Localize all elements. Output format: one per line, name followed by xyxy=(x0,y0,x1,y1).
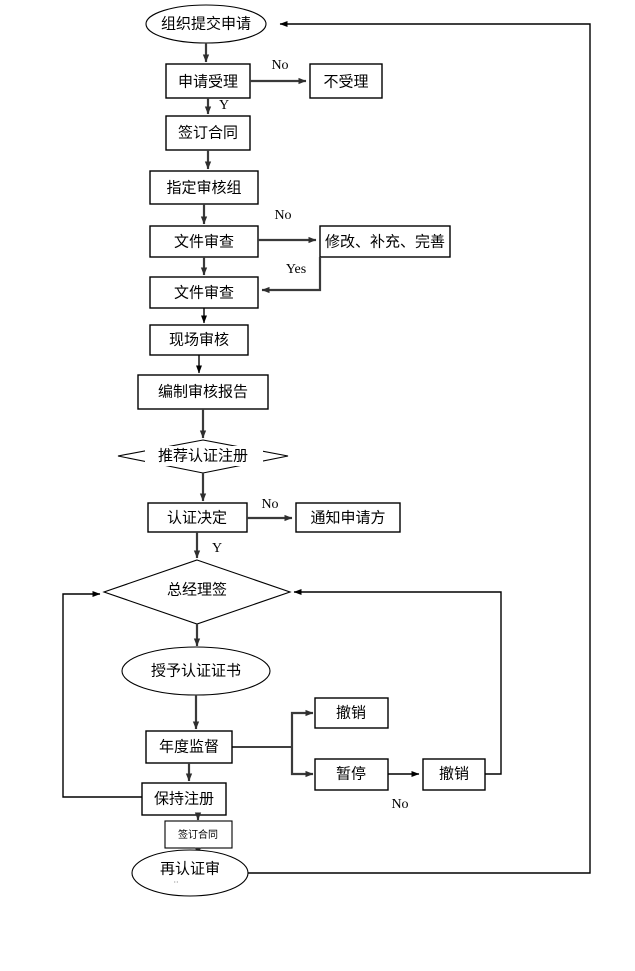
node-apply-label: 组织提交申请 xyxy=(161,15,251,33)
edge-accept-to-contract: Y xyxy=(204,98,229,115)
node-notify[interactable]: 通知申请方 xyxy=(295,502,401,533)
edge-decision-to-notify: No xyxy=(247,497,293,522)
node-sign-contract[interactable]: 签订合同 xyxy=(164,820,233,849)
node-contract[interactable]: 签订合同 xyxy=(165,115,251,151)
node-recert[interactable]: 再认证审 ·· xyxy=(131,849,249,897)
node-accept-label: 申请受理 xyxy=(178,73,238,91)
node-grant-cert-label: 授予认证证书 xyxy=(151,662,241,680)
node-doc-review-1-label: 文件审查 xyxy=(174,233,234,251)
edge-label-accept-yes: Y xyxy=(219,98,229,113)
node-audit-report-label: 编制审核报告 xyxy=(158,383,248,401)
node-contract-label: 签订合同 xyxy=(178,124,238,142)
edge-label-decision-yes: Y xyxy=(212,541,222,556)
edge-keep-reg-to-gm-sign xyxy=(62,591,142,798)
recert-sub-mark: ·· xyxy=(173,878,178,887)
node-grant-cert[interactable]: 授予认证证书 xyxy=(121,646,271,696)
edge-annual-sup-branch xyxy=(232,709,314,778)
node-assign-team-label: 指定审核组 xyxy=(166,179,241,197)
node-recert-label: 再认证审 xyxy=(160,860,220,878)
edge-doc-review-1-to-revise: No xyxy=(258,208,317,244)
node-annual-sup-label: 年度监督 xyxy=(159,738,219,756)
node-decision[interactable]: 认证决定 xyxy=(147,502,248,533)
node-notify-label: 通知申请方 xyxy=(310,509,385,527)
node-annual-sup[interactable]: 年度监督 xyxy=(145,730,233,764)
edge-label-accept-no: No xyxy=(271,58,288,73)
node-decision-label: 认证决定 xyxy=(167,509,227,527)
node-apply[interactable]: 组织提交申请 xyxy=(145,4,267,44)
node-withdraw-1[interactable]: 撤销 xyxy=(314,697,389,729)
node-doc-review-1[interactable]: 文件审查 xyxy=(149,225,259,258)
edge-suspend-to-withdraw-2: No xyxy=(388,771,420,812)
edge-label-withdraw-no: No xyxy=(391,797,408,812)
node-assign-team[interactable]: 指定审核组 xyxy=(149,170,259,205)
node-keep-reg-label: 保持注册 xyxy=(154,790,214,808)
node-onsite-audit-label: 现场审核 xyxy=(169,331,229,349)
node-accept[interactable]: 申请受理 xyxy=(165,63,251,99)
edge-recert-to-apply xyxy=(248,20,591,874)
node-doc-review-2[interactable]: 文件审查 xyxy=(149,276,259,309)
node-reject[interactable]: 不受理 xyxy=(309,63,383,99)
node-suspend[interactable]: 暂停 xyxy=(314,758,389,791)
edge-withdraw2-to-gm-sign xyxy=(293,588,502,775)
edge-label-doc-review-no: No xyxy=(274,208,291,223)
node-withdraw-2-label: 撤销 xyxy=(439,765,469,783)
node-recommend-label: 推荐认证注册 xyxy=(158,447,248,465)
node-revise-label: 修改、补充、完善 xyxy=(325,233,445,251)
node-withdraw-1-label: 撤销 xyxy=(336,704,366,722)
node-keep-reg[interactable]: 保持注册 xyxy=(141,782,227,816)
edge-revise-to-doc-review-2: Yes xyxy=(261,257,322,294)
node-recommend[interactable]: 推荐认证注册 xyxy=(117,439,289,474)
node-gm-sign-label: 总经理签 xyxy=(167,581,227,599)
edge-label-revise-yes: Yes xyxy=(286,262,306,277)
node-revise[interactable]: 修改、补充、完善 xyxy=(319,225,451,258)
node-onsite-audit[interactable]: 现场审核 xyxy=(149,324,249,356)
node-gm-sign[interactable]: 总经理签 xyxy=(102,559,292,625)
node-doc-review-2-label: 文件审查 xyxy=(174,284,234,302)
node-reject-label: 不受理 xyxy=(323,73,368,91)
edge-accept-to-reject: No xyxy=(250,58,307,85)
node-sign-contract-label: 签订合同 xyxy=(178,828,218,841)
node-suspend-label: 暂停 xyxy=(336,765,366,783)
node-audit-report[interactable]: 编制审核报告 xyxy=(137,374,269,410)
edge-decision-to-gm-sign: Y xyxy=(193,532,222,559)
node-withdraw-2[interactable]: 撤销 xyxy=(422,758,486,791)
edge-label-decision-no: No xyxy=(261,497,278,512)
